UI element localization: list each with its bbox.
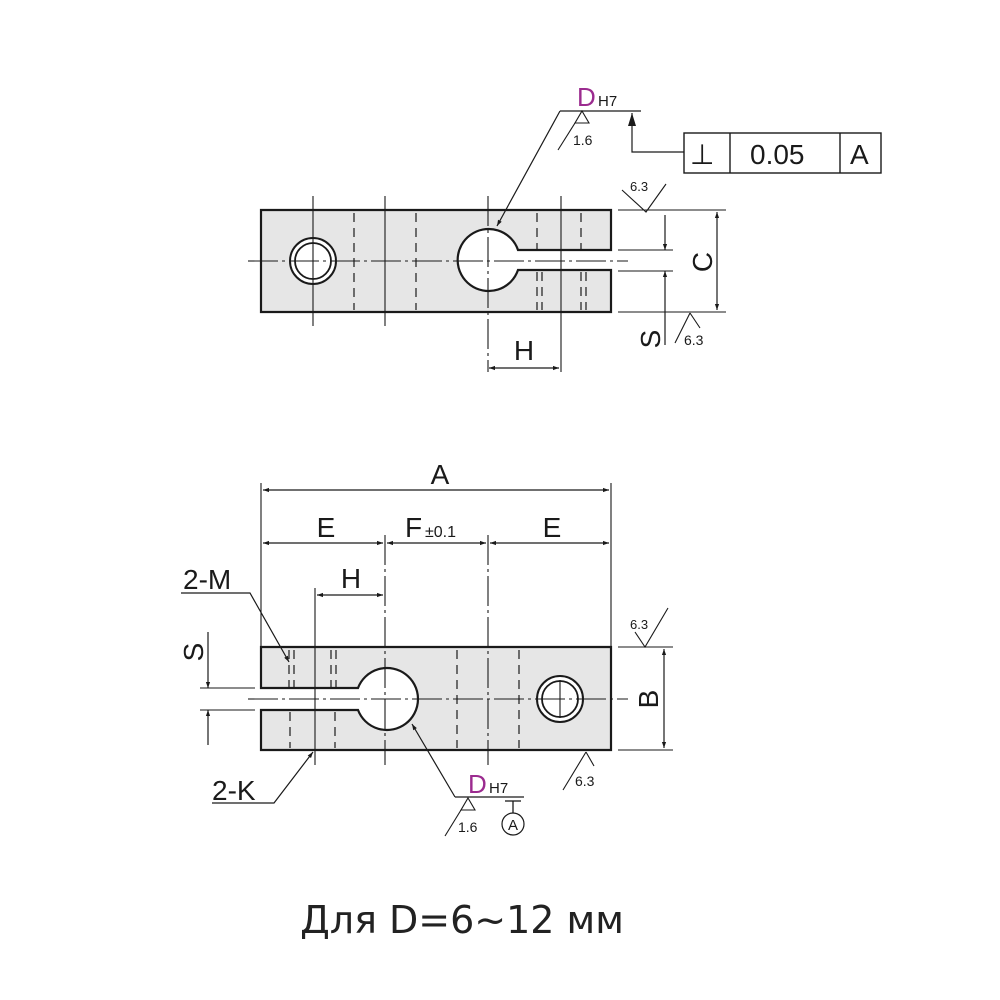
label-2m: 2-M xyxy=(183,564,231,595)
top-d-label: D xyxy=(577,82,596,112)
dim-f-label: F xyxy=(405,512,422,543)
dim-e-left-label: E xyxy=(317,512,336,543)
dim-a-label: A xyxy=(431,459,450,490)
dim-e-right-label: E xyxy=(543,512,562,543)
top-surface-finish-bottom: 6.3 xyxy=(684,332,704,348)
top-d-tolerance: H7 xyxy=(598,93,617,110)
dim-b-label: B xyxy=(633,690,664,709)
dim-s-label-front: S xyxy=(178,643,209,662)
datum-a-circle xyxy=(501,812,525,836)
tolerance-frame xyxy=(683,132,882,174)
dim-h-label-front: H xyxy=(341,563,361,594)
tolerance-value: 0.05 xyxy=(750,139,805,170)
dim-h-label-top: H xyxy=(514,335,534,366)
front-d-label: D xyxy=(468,769,487,799)
dim-s-label-top: S xyxy=(635,330,666,349)
tolerance-datum: A xyxy=(850,139,869,170)
front-d-tolerance: H7 xyxy=(489,780,508,797)
front-surface-finish-hole: 1.6 xyxy=(458,819,478,835)
caption: Для D=6~12 мм xyxy=(300,898,624,942)
top-view xyxy=(248,109,882,372)
front-surface-finish-top: 6.3 xyxy=(630,617,648,632)
perpendicularity-symbol: ⊥ xyxy=(690,139,714,170)
front-view xyxy=(181,483,673,837)
datum-a-label: A xyxy=(508,817,518,834)
top-surface-finish-hole: 1.6 xyxy=(573,132,593,148)
dim-f-tolerance: ±0.1 xyxy=(425,524,456,541)
label-2k: 2-K xyxy=(212,775,256,806)
front-surface-finish-bottom: 6.3 xyxy=(575,773,595,789)
top-surface-finish-top: 6.3 xyxy=(630,179,648,194)
dim-c-label: C xyxy=(687,252,718,272)
